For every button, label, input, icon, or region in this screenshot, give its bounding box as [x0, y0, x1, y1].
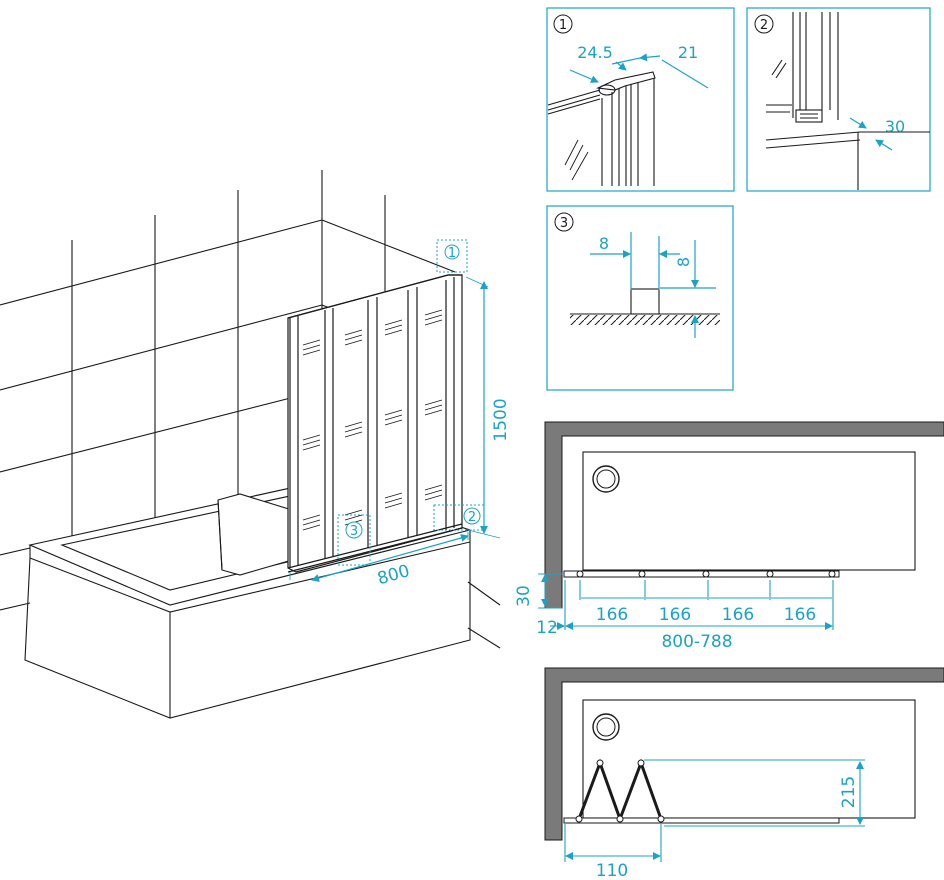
callout-2: 2 [463, 507, 481, 525]
detail-1-label: 1 [559, 18, 567, 33]
callout-3: 3 [345, 521, 363, 539]
plan-folded-depth-label: 215 [839, 776, 859, 808]
shower-screen [287, 274, 463, 573]
callout-box-1 [436, 239, 468, 273]
detail-3-dim-v: 8 [674, 257, 693, 267]
callout-box-2 [433, 504, 485, 531]
detail-1-panel: 1 24.5 21 [546, 7, 735, 192]
plan-closed-total-label: 800-788 [661, 632, 732, 652]
callout-3-label: 3 [350, 524, 358, 539]
detail-2-label: 2 [760, 18, 768, 33]
detail-2-dim-a: 30 [885, 117, 905, 136]
plan-closed-panel-width-4: 166 [784, 605, 816, 625]
height-dimension-label: 1500 [491, 398, 511, 441]
main-view [0, 170, 501, 719]
plan-closed: 30 12 166 166 166 166 800-788 [514, 421, 944, 652]
width-dimension-label: 800 [375, 561, 412, 589]
plan-folded: 215 110 [544, 667, 944, 880]
plan-folded-width-label: 110 [596, 861, 628, 880]
detail-2-panel: 2 30 [746, 7, 931, 192]
detail-3-dim-h: 8 [599, 234, 609, 253]
detail-3-panel: 3 8 8 [546, 205, 734, 391]
plan-closed-depth-label: 30 [514, 585, 534, 607]
detail-3-label: 3 [560, 216, 568, 231]
detail-1-dim-b: 21 [678, 43, 698, 62]
callout-1: 1 [444, 244, 460, 261]
callout-2-label: 2 [468, 510, 476, 525]
callout-1-label: 1 [448, 246, 456, 261]
plan-closed-panel-width-3: 166 [722, 605, 754, 625]
plan-closed-offset-label: 12 [536, 618, 558, 638]
plan-closed-panel-width-2: 166 [659, 605, 691, 625]
detail-1-dim-a: 24.5 [577, 43, 613, 62]
plan-closed-panel-width-1: 166 [596, 605, 628, 625]
width-dim-line [311, 534, 469, 582]
